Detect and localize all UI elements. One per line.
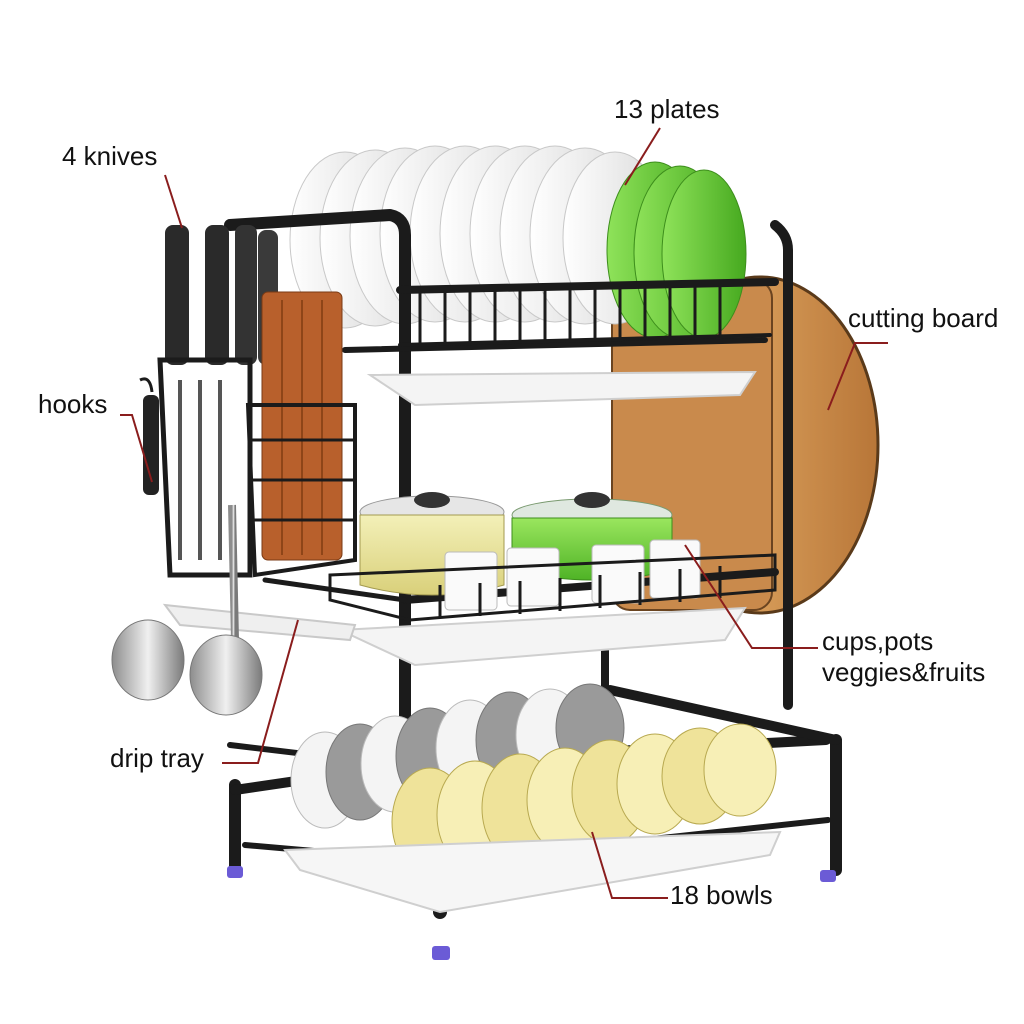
plates-label: 13 plates [614,94,720,124]
bottom-drip-tray [283,830,782,914]
drip-tray-label: drip tray [110,743,204,773]
rack-feet [227,866,836,960]
bowls [290,683,777,877]
plate-dividers [418,286,722,345]
knife-holder [157,225,278,578]
hooks-and-ladles [111,377,263,716]
middle-drip-tray [339,606,747,667]
leader-lines [120,127,888,899]
side-drip-tray [162,603,357,642]
top-drip-tray [366,370,757,407]
hooks-label: hooks [38,389,108,419]
cups-pots-label-line1: cups,pots [822,626,934,656]
bowls-label: 18 bowls [670,880,773,910]
middle-basket [328,553,777,622]
cups-pots-label-line2: veggies&fruits [822,657,986,688]
plates [289,145,747,339]
knives-label: 4 knives [62,141,158,171]
cutting-board-label: cutting board [848,303,999,333]
pots-and-cups [359,492,701,611]
cups-pots-label: cups,pots veggies&fruits [822,626,985,688]
chopstick-basket [245,291,357,578]
